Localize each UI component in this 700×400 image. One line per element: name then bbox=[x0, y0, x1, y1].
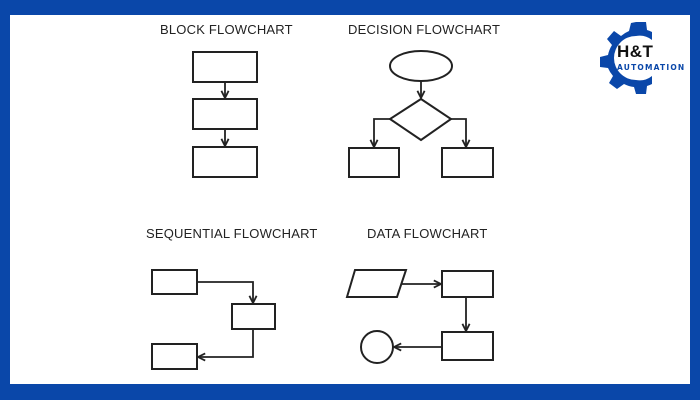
sequential-flowchart-title: SEQUENTIAL FLOWCHART bbox=[146, 226, 318, 241]
data-input-output bbox=[345, 269, 408, 298]
data-process-2 bbox=[441, 331, 494, 361]
decision-terminator bbox=[389, 50, 453, 82]
sequential-flowchart bbox=[151, 269, 276, 370]
block-process-3 bbox=[192, 146, 258, 178]
decision-arrow-right bbox=[451, 118, 466, 147]
data-flowchart-title: DATA FLOWCHART bbox=[367, 226, 488, 241]
decision-process-left bbox=[348, 147, 400, 178]
decision-arrow-left bbox=[374, 118, 390, 147]
block-process-1 bbox=[192, 51, 258, 83]
decision-flowchart bbox=[348, 50, 494, 178]
decision-diamond bbox=[388, 97, 453, 142]
decision-process-right bbox=[441, 147, 494, 178]
sequential-process-3 bbox=[151, 343, 198, 370]
sequential-arrow-2 bbox=[198, 329, 254, 357]
data-process-1 bbox=[441, 270, 494, 298]
sequential-process-1 bbox=[151, 269, 198, 295]
block-process-2 bbox=[192, 98, 258, 130]
data-flowchart bbox=[345, 269, 494, 364]
block-flowchart-title: BLOCK FLOWCHART bbox=[160, 22, 293, 37]
brand-subtitle: AUTOMATION bbox=[617, 63, 686, 72]
data-connector bbox=[360, 330, 394, 364]
gear-icon bbox=[600, 22, 652, 94]
brand-name: H&T bbox=[617, 42, 654, 61]
diagram-canvas bbox=[10, 15, 690, 384]
sequential-process-2 bbox=[231, 303, 276, 330]
sequential-arrow-1 bbox=[197, 281, 253, 303]
decision-flowchart-title: DECISION FLOWCHART bbox=[348, 22, 501, 37]
block-flowchart bbox=[192, 51, 258, 178]
